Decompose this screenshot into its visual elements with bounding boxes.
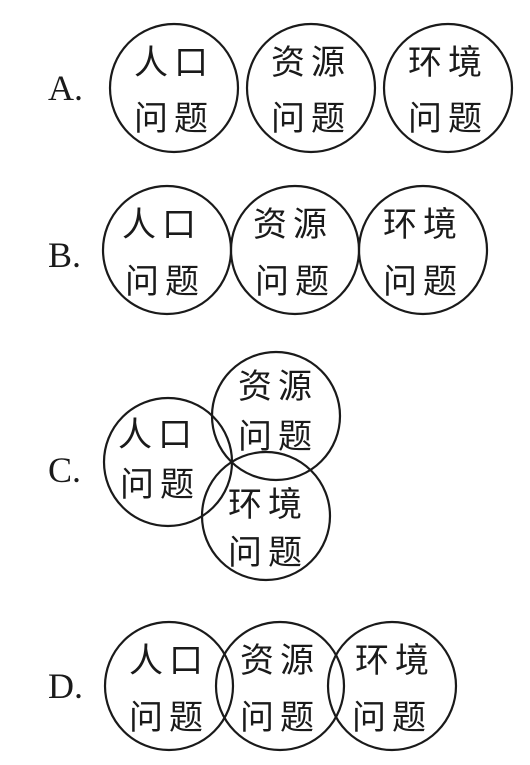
option-b-resources-line1: 资源 — [253, 205, 333, 245]
option-a-resources-outline — [245, 22, 377, 154]
option-a-resources-line1: 资源 — [271, 43, 351, 83]
option-d-resources-line1: 资源 — [240, 641, 320, 681]
option-d-resources-outline — [214, 620, 346, 752]
option-b-population-line1: 人口 — [122, 205, 202, 245]
option-c-resources-line2: 问题 — [238, 417, 318, 457]
option-d-population-line2: 问题 — [129, 698, 209, 738]
option-b-environment-line1: 环境 — [383, 205, 463, 245]
option-b-environment-circle: 环境 问题 — [357, 184, 489, 316]
option-d-environment-circle: 环境 问题 — [326, 620, 458, 752]
option-d-resources-line2: 问题 — [240, 698, 320, 738]
option-a-population-line2: 问题 — [134, 99, 214, 139]
option-b-environment-line2: 问题 — [383, 262, 463, 302]
option-c-environment-line2: 问题 — [228, 533, 308, 573]
option-d-environment-outline — [326, 620, 458, 752]
option-a-environment-line1: 环境 — [408, 43, 488, 83]
option-a-environment-outline — [382, 22, 514, 154]
option-b-resources-line2: 问题 — [255, 262, 335, 302]
option-c-environment-circle: 环境 问题 — [200, 450, 332, 582]
option-d-resources-circle: 资源 问题 — [214, 620, 346, 752]
option-c-population-line1: 人口 — [118, 415, 198, 455]
option-a-population-outline — [108, 22, 240, 154]
option-a-resources-circle: 资源 问题 — [245, 22, 377, 154]
option-c-resources-outline — [210, 350, 342, 482]
option-a-population-circle: 人口 问题 — [108, 22, 240, 154]
option-c-environment-outline — [200, 450, 332, 582]
option-d-population-line1: 人口 — [129, 641, 209, 681]
option-c-population-circle: 人口 问题 — [102, 396, 234, 528]
option-a-environment-line2: 问题 — [408, 99, 488, 139]
option-c: C. 人口 问题 资源 问题 环境 问题 — [48, 350, 342, 582]
option-d: D. 人口 问题 资源 问题 环境 问题 — [48, 620, 458, 752]
option-c-environment-line1: 环境 — [228, 485, 308, 525]
option-c-resources-circle: 资源 问题 — [210, 350, 342, 482]
option-b-population-line2: 问题 — [125, 262, 205, 302]
option-d-environment-line2: 问题 — [352, 698, 432, 738]
option-b: B. 人口 问题 资源 问题 环境 问题 — [48, 184, 489, 316]
option-c-label: C. — [48, 450, 81, 490]
option-b-resources-circle: 资源 问题 — [229, 184, 361, 316]
option-a: A. 人口 问题 资源 问题 环境 问题 — [48, 22, 514, 154]
option-d-population-outline — [103, 620, 235, 752]
option-d-environment-line1: 环境 — [355, 641, 435, 681]
option-b-environment-outline — [357, 184, 489, 316]
option-a-environment-circle: 环境 问题 — [382, 22, 514, 154]
option-c-resources-line1: 资源 — [238, 367, 318, 407]
option-c-population-line2: 问题 — [120, 465, 200, 505]
option-a-resources-line2: 问题 — [271, 99, 351, 139]
option-d-population-circle: 人口 问题 — [103, 620, 235, 752]
option-b-label: B. — [48, 235, 81, 275]
option-b-population-circle: 人口 问题 — [101, 184, 233, 316]
option-a-label: A. — [48, 68, 83, 108]
option-a-population-line1: 人口 — [134, 43, 214, 83]
option-d-label: D. — [48, 666, 83, 706]
